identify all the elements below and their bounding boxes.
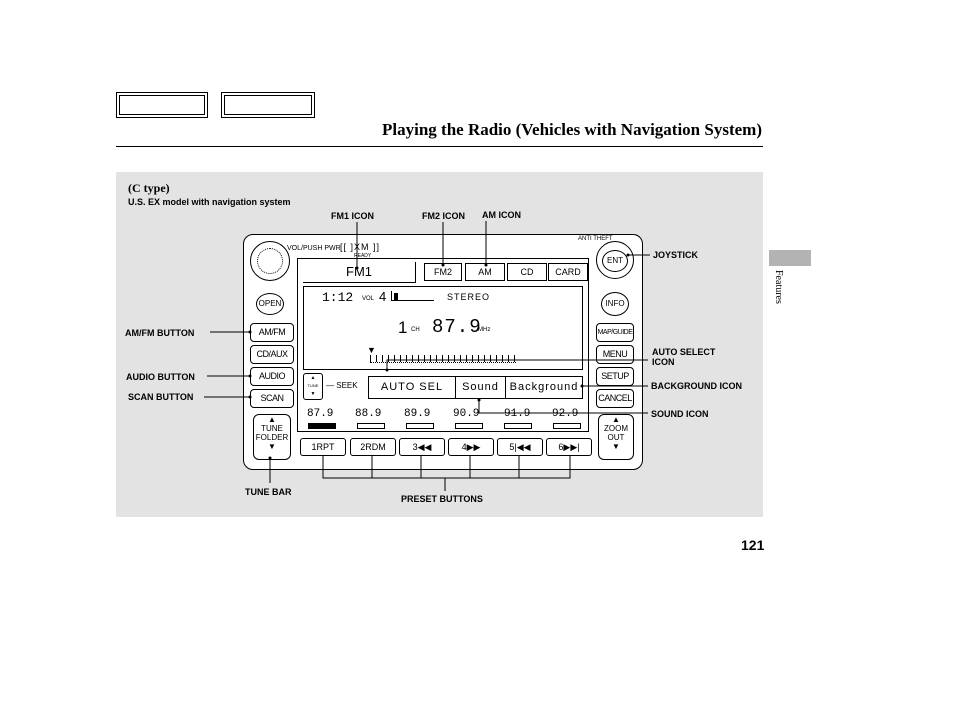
folder-label: FOLDER — [255, 433, 289, 442]
volume-knob[interactable] — [250, 241, 290, 281]
zoom-up-arrow-icon: ▲ — [612, 415, 620, 424]
preset-freq: 88.9 — [355, 408, 382, 420]
cancel-button[interactable]: CANCEL — [596, 389, 634, 408]
vol-value: 4 — [379, 289, 387, 304]
preset-indicator — [504, 423, 532, 429]
figure-type-label: (C type) — [128, 181, 170, 195]
stereo-indicator: STEREO — [447, 292, 491, 302]
anti-theft-label: ANTI THEFT — [578, 236, 613, 242]
volume-meter — [391, 291, 434, 301]
frequency-readout: 87.9 — [432, 316, 482, 338]
callout-fm1-icon: FM1 ICON — [331, 211, 375, 221]
seek-label-text: SEEK — [336, 381, 358, 390]
callout-audio-button: AUDIO BUTTON — [126, 372, 195, 382]
section-tab — [769, 250, 811, 266]
menu-button[interactable]: MENU — [596, 345, 634, 364]
page-number: 121 — [741, 537, 765, 553]
scan-button[interactable]: SCAN — [250, 389, 294, 408]
tune-down-arrow-icon: ▼ — [268, 442, 276, 451]
preset-button-2[interactable]: 2RDM — [350, 438, 396, 456]
volume-meter-fill — [394, 293, 398, 300]
ent-button[interactable]: ENT — [602, 250, 628, 272]
tuning-scale — [370, 355, 516, 362]
joystick[interactable] — [596, 241, 634, 279]
vol-pwr-label: VOL/PUSH PWR — [287, 245, 341, 252]
channel-label: CH — [411, 327, 420, 333]
xm-logo: [[ ]XM ]] — [340, 242, 381, 252]
tune-folder-bar[interactable]: ▲ TUNE FOLDER ▼ — [253, 414, 291, 460]
preset-freq: 90.9 — [453, 408, 480, 420]
preset-indicator — [406, 423, 434, 429]
seek-up-arrow-icon: ▲ — [310, 375, 316, 381]
callout-auto-select-icon: AUTO SELECT ICON — [652, 347, 715, 367]
callout-fm2-icon: FM2 ICON — [422, 211, 466, 221]
figure-model-note: U.S. EX model with navigation system — [128, 197, 291, 207]
out-label: OUT — [607, 433, 625, 442]
tune-up-arrow-icon: ▲ — [268, 415, 276, 424]
frequency-unit: MHz — [478, 327, 491, 333]
volume-knob-inner — [257, 248, 283, 274]
zoom-label: ZOOM — [604, 424, 628, 433]
preset-indicator — [455, 423, 483, 429]
page-title: Playing the Radio (Vehicles with Navigat… — [382, 120, 762, 139]
background-icon[interactable]: Background — [505, 376, 583, 399]
seek-down-arrow-icon: ▼ — [310, 391, 316, 397]
card-icon[interactable]: CARD — [548, 263, 588, 281]
fm1-icon[interactable]: FM1 — [303, 262, 416, 283]
clock: 1:12 — [322, 290, 354, 305]
open-button[interactable]: OPEN — [256, 293, 284, 315]
callout-auto-select-line2: ICON — [652, 357, 675, 367]
channel-number: 1 — [398, 318, 408, 337]
callout-scan-button: SCAN BUTTON — [128, 392, 194, 402]
callout-auto-select-line1: AUTO SELECT — [652, 347, 716, 357]
map-guide-button[interactable]: MAP/GUIDE — [596, 323, 634, 342]
zoom-out-button[interactable]: ▲ ZOOM OUT ▼ — [598, 414, 634, 460]
title-rule — [116, 146, 763, 147]
info-area — [303, 286, 583, 370]
am-icon[interactable]: AM — [465, 263, 505, 281]
preset-indicator — [357, 423, 385, 429]
tune-small-label: TUNE — [307, 383, 319, 388]
vol-label: VOL — [362, 296, 375, 302]
section-label: Features — [773, 270, 784, 304]
callout-joystick: JOYSTICK — [653, 250, 699, 260]
tuning-scale-base — [370, 362, 516, 364]
preset-freq: 91.9 — [504, 408, 531, 420]
callout-am-icon: AM ICON — [482, 210, 521, 220]
nav-box-right[interactable] — [221, 92, 315, 118]
callout-preset-buttons: PRESET BUTTONS — [401, 494, 483, 504]
nav-box-left[interactable] — [116, 92, 208, 118]
preset-button-4[interactable]: 4▶▶ — [448, 438, 494, 456]
preset-freq: 89.9 — [404, 408, 431, 420]
callout-amfm-button: AM/FM BUTTON — [125, 328, 195, 338]
tuning-pointer-icon: ▼ — [367, 345, 376, 355]
preset-indicator-active — [308, 423, 336, 429]
cd-aux-button[interactable]: CD/AUX — [250, 345, 294, 364]
info-button[interactable]: INFO — [601, 292, 629, 316]
preset-freq: 92.9 — [552, 408, 579, 420]
seek-label: — SEEK — [326, 381, 358, 390]
callout-tune-bar: TUNE BAR — [245, 487, 292, 497]
preset-button-5[interactable]: 5|◀◀ — [497, 438, 543, 456]
callout-background-icon: BACKGROUND ICON — [651, 381, 742, 391]
tune-seek-button[interactable]: ▲ TUNE ▼ — [303, 373, 323, 400]
preset-button-3[interactable]: 3◀◀ — [399, 438, 445, 456]
tune-label: TUNE — [261, 424, 283, 433]
preset-indicator — [553, 423, 581, 429]
preset-button-6[interactable]: 6▶▶| — [546, 438, 592, 456]
callout-sound-icon: SOUND ICON — [651, 409, 709, 419]
cd-icon[interactable]: CD — [507, 263, 547, 281]
preset-freq: 87.9 — [307, 408, 334, 420]
zoom-down-arrow-icon: ▼ — [612, 442, 620, 451]
ready-label: READY — [354, 253, 372, 259]
